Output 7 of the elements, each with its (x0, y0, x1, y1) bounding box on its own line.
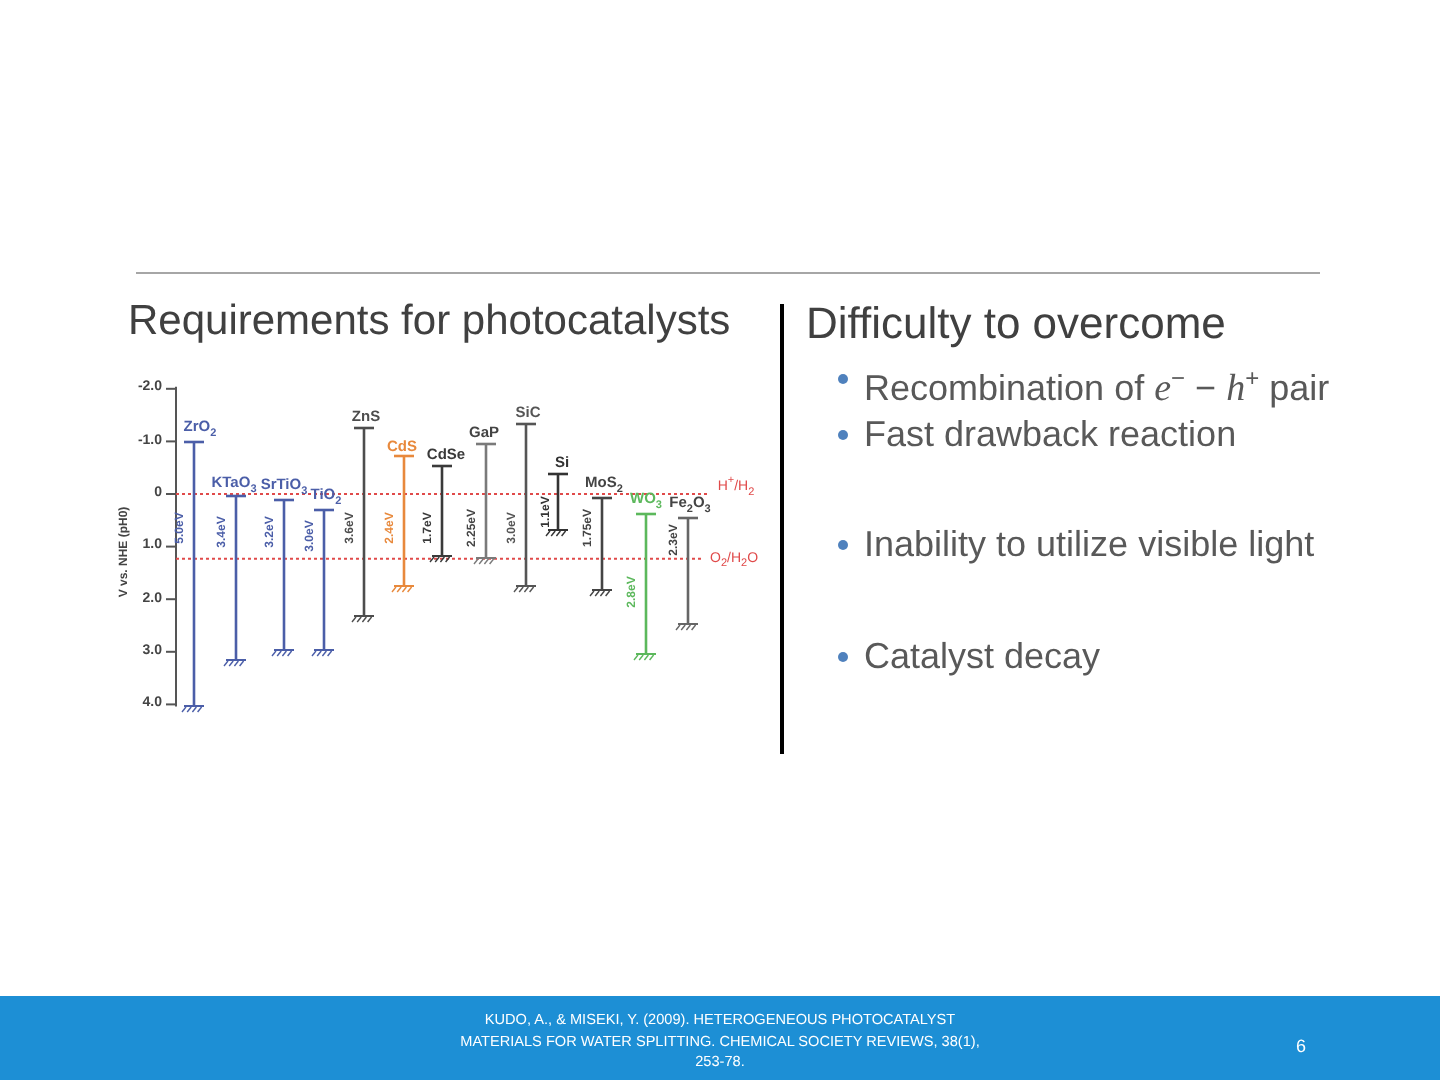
column-heading: Difficulty to overcome (806, 298, 1226, 350)
page-number: 6 (1296, 1036, 1307, 1056)
bullet-text: Inability to utilize visible light (864, 522, 1315, 566)
bullet-text: Recombination of e$^{−}$ − h$^{+}$ pair (864, 362, 1330, 412)
bullet-text: Catalyst decay (864, 634, 1101, 678)
column-heading: Requirements for photocatalysts (128, 296, 731, 348)
bullet-text: Fast drawback reaction (864, 412, 1237, 456)
